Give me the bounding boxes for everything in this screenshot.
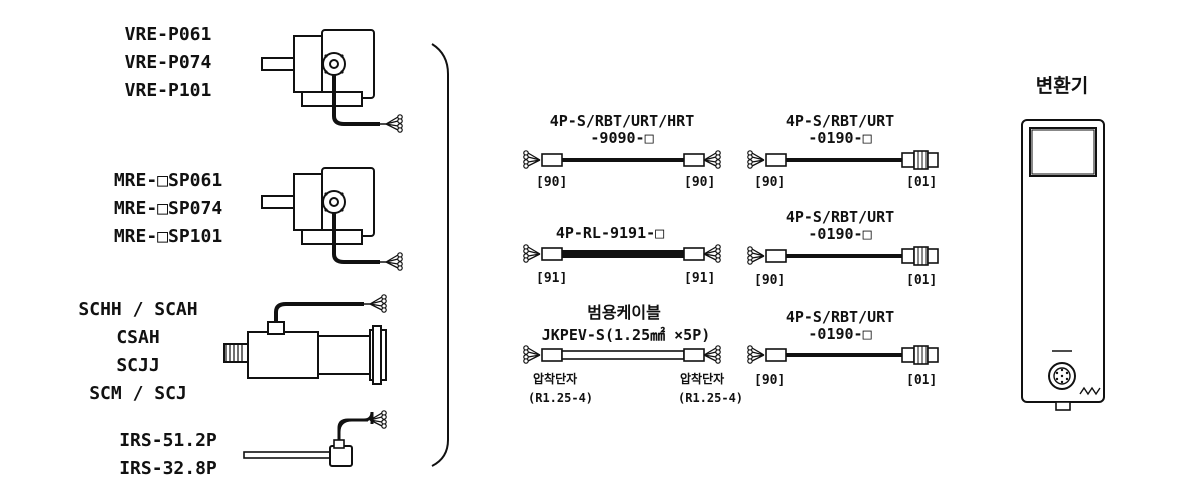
linear-sensor-illustration (223, 294, 387, 385)
converter-unit: 변환기 (1021, 75, 1105, 411)
cable-model-label: -0190-□ (808, 225, 871, 243)
connector-code-label: [01] (906, 373, 937, 388)
cable-model-label: 4P-S/RBT/URT (786, 208, 894, 226)
cable-row-1: 4P-S/RBT/URT/HRT -9090-□ [90] [90] 4P-S/… (523, 112, 939, 190)
cable-model-label: JKPEV-S(1.25㎟ ×5P) (542, 326, 711, 344)
sensor-model-label: VRE-P061 (125, 24, 212, 45)
cable-model-label: 4P-RL-9191-□ (556, 224, 664, 242)
connector-code-label: [90] (754, 373, 785, 388)
sensor-model-label: SCJJ (116, 355, 159, 376)
sensor-group-vre: VRE-P061 VRE-P074 VRE-P101 (125, 24, 403, 132)
circular-connector-icon (901, 246, 939, 266)
terminal-label: (R1.25-4) (678, 391, 743, 405)
cable-model-label: -9090-□ (590, 129, 653, 147)
cable-model-label: 범용케이블 (587, 303, 661, 322)
rod-sensor-illustration (243, 410, 387, 467)
sensor-group-mre: MRE-□SP061 MRE-□SP074 MRE-□SP101 (114, 168, 402, 270)
cable-model-label: 4P-S/RBT/URT (786, 112, 894, 130)
connector-code-label: [90] (754, 175, 785, 190)
connector-code-label: [01] (906, 175, 937, 190)
sensor-model-label: VRE-P101 (125, 80, 212, 101)
sensor-model-label: MRE-□SP101 (114, 226, 222, 247)
sensor-model-label: IRS-51.2P (119, 430, 217, 451)
sensor-model-label: MRE-□SP074 (114, 198, 223, 219)
sensor-model-label: IRS-32.8P (119, 458, 217, 479)
brand-mark-icon (1079, 386, 1101, 396)
circular-connector-icon (901, 150, 939, 170)
sensor-model-label: VRE-P074 (125, 52, 212, 73)
converter-window (1029, 127, 1097, 177)
cable-row-2: 4P-RL-9191-□ [91] [91] 4P-S/RBT/URT -019… (523, 208, 939, 288)
cable-model-label: 4P-S/RBT/URT/HRT (550, 112, 695, 130)
connector-code-label: [91] (684, 271, 715, 286)
connector-code-label: [90] (754, 273, 785, 288)
circular-connector-icon (901, 345, 939, 365)
terminal-label: (R1.25-4) (528, 391, 593, 405)
cable-model-label: 4P-S/RBT/URT (786, 308, 894, 326)
encoder-illustration (262, 168, 402, 270)
sensor-group-irs: IRS-51.2P IRS-32.8P (119, 410, 387, 479)
encoder-illustration (262, 30, 402, 132)
connector-code-label: [91] (536, 271, 567, 286)
sensor-model-label: MRE-□SP061 (114, 170, 222, 191)
converter-title: 변환기 (1036, 75, 1088, 97)
connector-code-label: [90] (684, 175, 715, 190)
terminal-label: 압착단자 (533, 371, 577, 386)
terminal-label: 압착단자 (680, 371, 724, 386)
sensor-model-label: CSAH (116, 327, 159, 348)
cable-model-label: -0190-□ (808, 325, 871, 343)
sensor-group-linear: SCHH / SCAH CSAH SCJJ SCM / SCJ (78, 294, 387, 404)
cable-model-label: -0190-□ (808, 129, 871, 147)
cable-row-3: 범용케이블 JKPEV-S(1.25㎟ ×5P) 압착단자 (R1.25-4) … (523, 303, 939, 405)
sensor-model-label: SCM / SCJ (89, 383, 187, 404)
group-bracket (431, 43, 449, 467)
sensor-model-label: SCHH / SCAH (78, 299, 197, 320)
connector-code-label: [90] (536, 175, 567, 190)
connector-code-label: [01] (906, 273, 937, 288)
